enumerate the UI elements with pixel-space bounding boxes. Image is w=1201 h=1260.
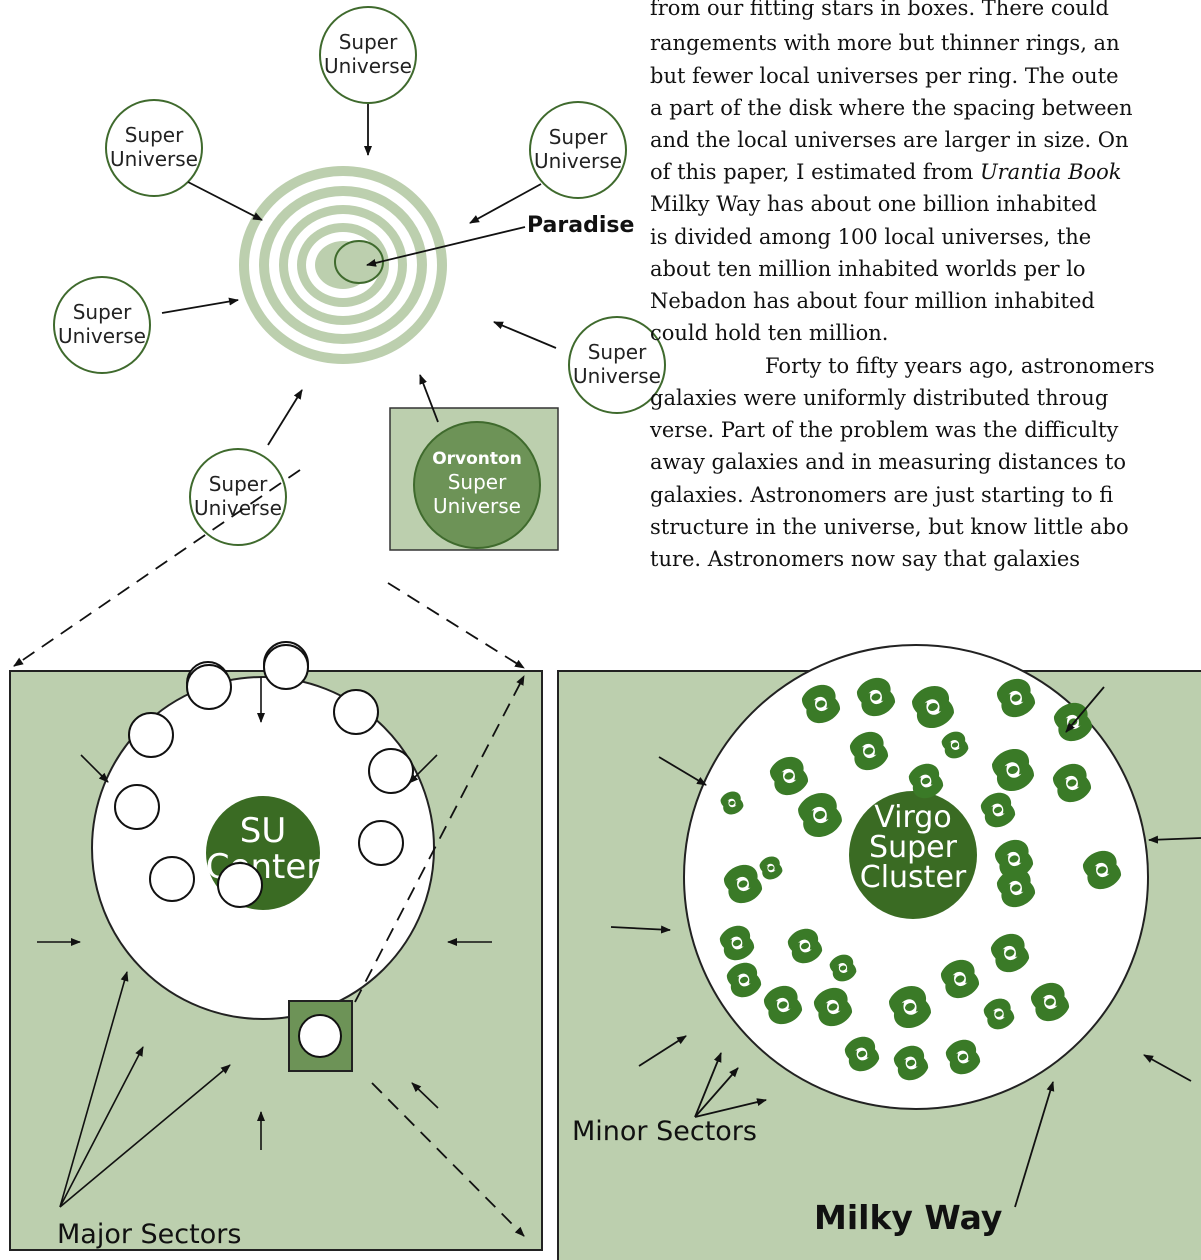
major-sector xyxy=(333,689,379,735)
svg-text:Orvonton: Orvonton xyxy=(432,449,522,469)
arrow xyxy=(610,686,1201,1208)
major-sectors-label: Major Sectors xyxy=(57,1219,241,1250)
arrow xyxy=(161,104,557,446)
major-sector xyxy=(298,1014,342,1058)
projection-lines-2 xyxy=(354,675,525,1237)
virgo-center xyxy=(849,791,977,919)
minor-sectors-label: Minor Sectors xyxy=(572,1116,757,1147)
arrow xyxy=(37,677,492,1208)
major-sector xyxy=(128,712,174,758)
milky-way-label: Milky Way xyxy=(814,1198,1002,1237)
major-sector xyxy=(368,748,414,794)
major-sector xyxy=(217,862,263,908)
major-sector-circles xyxy=(114,644,414,908)
major-sector xyxy=(114,784,160,830)
major-sector xyxy=(149,856,195,902)
projection-lines xyxy=(13,469,525,669)
major-sector xyxy=(263,644,309,690)
major-sector xyxy=(186,664,232,710)
paradise-label: Paradise xyxy=(527,213,634,238)
major-sector xyxy=(358,820,404,866)
